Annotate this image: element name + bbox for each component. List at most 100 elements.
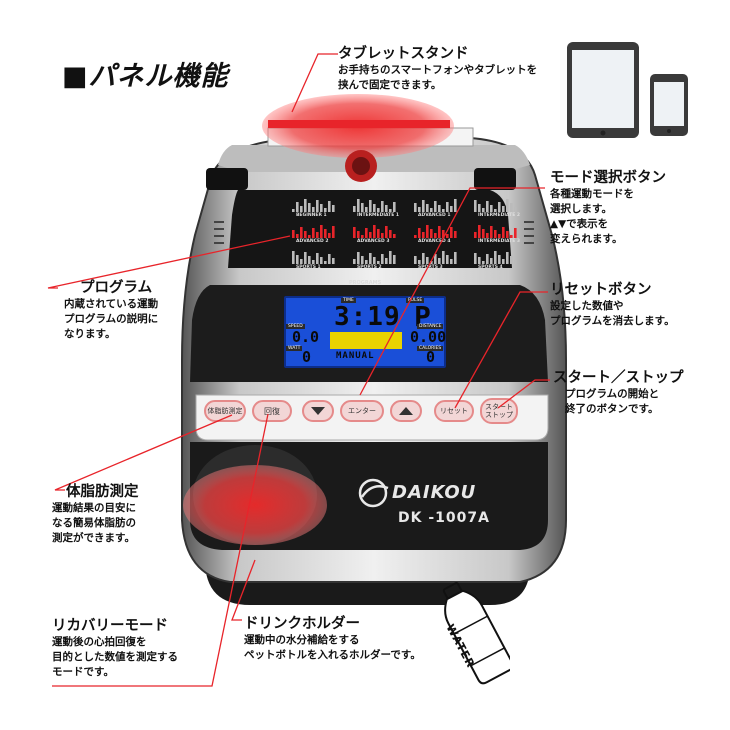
program-profile-bar <box>365 228 368 238</box>
program-profile-bar <box>357 252 360 264</box>
program-profile-bar <box>369 200 372 212</box>
program-profile-bar <box>478 204 481 212</box>
callout-mode-button: モード選択ボタン 各種運動モードを 選択します。 ▲▼で表示を 変えられます。 <box>550 170 666 245</box>
program-profile-bar <box>418 228 421 238</box>
start-stop-label-2: ストップ <box>485 411 513 419</box>
program-profile-bar <box>446 234 449 238</box>
down-button[interactable] <box>302 400 334 422</box>
lcd-calories-value: 0 <box>426 348 436 366</box>
program-profile-bar <box>373 225 376 238</box>
program-profile-bar <box>506 231 509 238</box>
lcd-watt-value: 0 <box>302 348 312 366</box>
up-arrow-icon <box>399 407 413 415</box>
program-profile-bar <box>304 252 307 264</box>
program-profile-bar <box>414 235 417 238</box>
program-profile-bar <box>490 205 493 212</box>
program-profile-bar <box>502 227 505 238</box>
program-profile-bar <box>328 201 331 212</box>
program-profile-bar <box>328 233 331 238</box>
start-stop-button[interactable]: スタート ストップ <box>480 398 518 424</box>
program-profile-bar <box>430 208 433 212</box>
program-profile-bar <box>450 227 453 238</box>
program-profile-bar <box>389 230 392 238</box>
callout-drink-holder: ドリンクホルダー 運動中の水分補給をする ペットボトルを入れるホルダーです。 <box>244 616 421 661</box>
program-profile-bar <box>389 209 392 212</box>
program-profile-bar <box>438 226 441 238</box>
program-profile-bar <box>320 204 323 212</box>
callout-start-stop: スタート／ストップ プログラムの開始と 終了のボタンです。 <box>553 370 684 415</box>
program-profile-bar <box>478 257 481 264</box>
callout-tablet-stand: タブレットスタンド お手持ちのスマートフォンやタブレットを 挟んで固定できます。 <box>338 46 538 91</box>
program-profile-bar <box>474 253 477 264</box>
program-profile-bar <box>377 261 380 264</box>
program-caption: ADVANCED 3 <box>357 239 390 244</box>
lcd-watt-caption: WATT <box>286 346 303 351</box>
program-profile-bar <box>510 256 513 264</box>
up-button[interactable] <box>390 400 422 422</box>
program-profile-bar <box>357 231 360 238</box>
program-profile-bar <box>422 253 425 264</box>
program-profile-bar <box>426 257 429 264</box>
program-profile-bar <box>296 255 299 264</box>
callout-reset-button: リセットボタン 設定した数値や プログラムを消去します。 <box>550 282 675 327</box>
program-profile-bar <box>502 259 505 264</box>
lcd-speed-value: 0.0 <box>292 328 320 346</box>
program-profile-bar <box>296 202 299 212</box>
program-profile-bar <box>506 199 509 212</box>
program-profile-bar <box>393 202 396 212</box>
program-profile-bar <box>381 254 384 264</box>
program-profile-bar <box>361 235 364 238</box>
program-profile-bar <box>312 207 315 212</box>
recovery-button[interactable]: 回復 <box>252 400 292 422</box>
program-profile-bar <box>324 208 327 212</box>
program-profile-bar <box>450 259 453 264</box>
program-profile-bar <box>324 229 327 238</box>
program-profile-bar <box>369 232 372 238</box>
program-profile-bar <box>324 261 327 264</box>
program-profile-bar <box>381 233 384 238</box>
program-profile-bar <box>482 261 485 264</box>
program-profile-bar <box>373 257 376 264</box>
programs-label: PROGRAMS <box>349 280 382 286</box>
program-profile-bar <box>320 257 323 264</box>
callout-body-fat: 体脂肪測定 運動結果の目安に なる簡易体脂肪の 測定ができます。 <box>52 484 139 544</box>
program-profile-bar <box>490 226 493 238</box>
program-profile-bar <box>446 202 449 212</box>
program-profile-bar <box>434 201 437 212</box>
program-profile-bar <box>369 253 372 264</box>
program-profile-bar <box>426 204 429 212</box>
reset-button[interactable]: リセット <box>434 400 474 422</box>
program-profile-bar <box>365 207 368 212</box>
program-profile-bar <box>300 259 303 264</box>
program-caption: ADVANCED 2 <box>296 239 329 244</box>
program-profile-bar <box>385 258 388 264</box>
program-caption: INTERMEDIATE 2 <box>478 213 520 218</box>
lcd-distance-value: 0.00 <box>410 328 447 346</box>
enter-button[interactable]: エンター <box>340 400 384 422</box>
program-profile-bar <box>316 200 319 212</box>
program-caption: SPORTS 2 <box>357 265 382 270</box>
program-profile-bar <box>332 226 335 238</box>
callout-program: プログラム 内蔵されている運動 プログラムの説明に なります。 <box>64 280 159 340</box>
program-profile-bar <box>320 225 323 238</box>
program-profile-bar <box>292 209 295 212</box>
program-profile-bar <box>498 202 501 212</box>
program-profile-bar <box>332 205 335 212</box>
water-bottle-icon <box>442 582 510 685</box>
callout-recovery: リカバリーモード 運動後の心拍回復を 目的とした数値を測定する モードです。 <box>52 618 178 678</box>
program-profile-bar <box>361 256 364 264</box>
program-profile-bar <box>490 258 493 264</box>
program-profile-bar <box>316 253 319 264</box>
program-profile-bar <box>510 203 513 212</box>
program-profile-bar <box>357 199 360 212</box>
body-fat-button[interactable]: 体脂肪測定 <box>204 400 246 422</box>
program-profile-bar <box>498 255 501 264</box>
lcd-time-caption: TIME <box>341 298 356 303</box>
program-profile-bar <box>430 229 433 238</box>
program-profile-bar <box>308 235 311 238</box>
program-profile-bar <box>474 232 477 238</box>
program-profile-bar <box>454 199 457 212</box>
program-profile-bar <box>361 203 364 212</box>
program-profile-bar <box>438 205 441 212</box>
